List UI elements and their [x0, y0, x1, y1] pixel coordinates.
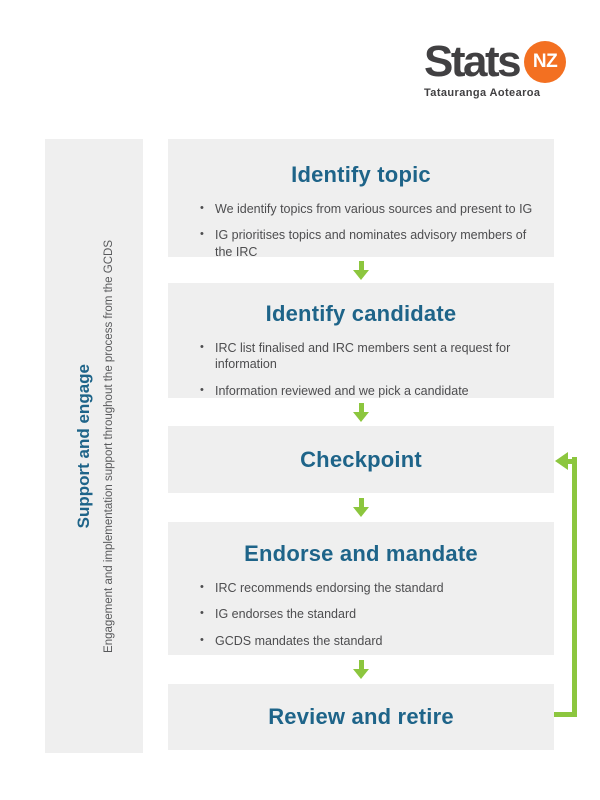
down-arrow-stem [358, 498, 364, 507]
step-title: Checkpoint [300, 446, 422, 472]
down-arrow-head [353, 669, 369, 679]
down-arrow-head [353, 269, 369, 280]
bullet-item: Information reviewed and we pick a candi… [200, 383, 536, 399]
support-panel: Support and engage Engagement and implem… [45, 139, 143, 753]
flow-gap [168, 655, 554, 684]
feedback-line-bottom [554, 712, 577, 717]
support-panel-title: Support and engage [73, 363, 93, 529]
flow-gap [168, 398, 554, 426]
down-arrow-stem [358, 660, 364, 669]
step-title: Identify topic [291, 162, 431, 187]
support-panel-subtitle: Engagement and implementation support th… [102, 239, 115, 653]
down-arrow-icon [353, 660, 369, 679]
step-title: Identify candidate [265, 301, 457, 326]
step-review-and-retire: Review and retire [168, 684, 554, 750]
down-arrow-icon [353, 260, 369, 280]
logo-nz-badge-icon: NZ [524, 41, 567, 83]
process-flow: Identify topic We identify topics from v… [168, 139, 554, 750]
step-bullets: IRC recommends endorsing the standard IG… [168, 580, 554, 649]
step-bullets: IRC list finalised and IRC members sent … [168, 340, 554, 399]
logo-tagline: Tatauranga Aotearoa [424, 87, 541, 99]
flow-gap [168, 493, 554, 522]
bullet-item: IRC recommends endorsing the standard [200, 580, 536, 596]
flow-gap [168, 257, 554, 283]
bullet-item: IG endorses the standard [200, 606, 536, 622]
feedback-line-top [567, 459, 573, 464]
down-arrow-icon [353, 498, 369, 517]
down-arrow-stem [358, 260, 364, 270]
bullet-item: GCDS mandates the standard [200, 633, 536, 649]
step-title: Review and retire [268, 704, 454, 729]
bullet-item: We identify topics from various sources … [200, 201, 536, 217]
bullet-item: IRC list finalised and IRC members sent … [200, 340, 536, 373]
step-bullets: We identify topics from various sources … [168, 201, 554, 260]
step-identify-candidate: Identify candidate IRC list finalised an… [168, 283, 554, 398]
down-arrow-head [353, 507, 369, 517]
down-arrow-stem [358, 402, 364, 412]
feedback-line-vertical [572, 457, 577, 717]
down-arrow-head [353, 411, 369, 422]
down-arrow-icon [353, 402, 369, 422]
bullet-item: IG prioritises topics and nominates advi… [200, 227, 536, 260]
logo-brand-text: Stats [424, 37, 522, 86]
feedback-arrowhead-icon [555, 452, 568, 470]
step-endorse-and-mandate: Endorse and mandate IRC recommends endor… [168, 522, 554, 655]
step-checkpoint: Checkpoint [168, 426, 554, 493]
logo-row: Stats NZ [424, 37, 567, 86]
step-title: Endorse and mandate [244, 541, 478, 566]
statsnz-logo: Stats NZ Tatauranga Aotearoa [424, 37, 567, 99]
step-identify-topic: Identify topic We identify topics from v… [168, 139, 554, 260]
